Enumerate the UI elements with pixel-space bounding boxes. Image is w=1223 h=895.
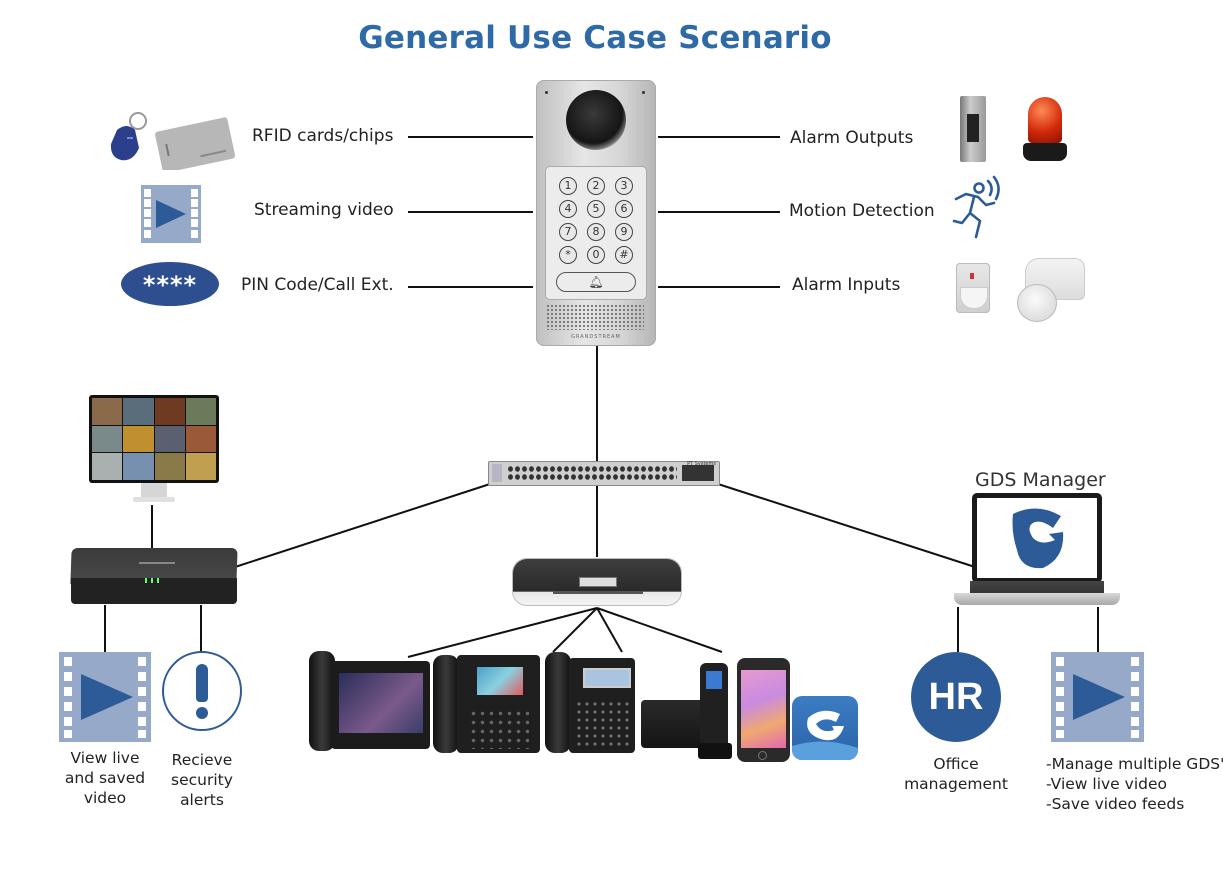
feature-label-alarm-outputs: Alarm Outputs <box>790 128 914 148</box>
wire-switch-nvr <box>234 483 491 568</box>
wire-pbx-basicphone <box>596 607 623 653</box>
caption-view-video: View live and saved video <box>64 749 146 807</box>
camera-grid-screen <box>92 398 216 480</box>
gds-manager-label: GDS Manager <box>975 469 1106 491</box>
ip-phone-basic-device <box>545 652 635 753</box>
rfid-card-icon <box>105 110 245 173</box>
motion-sensor-icon <box>1015 258 1087 322</box>
keypad-key: 7 <box>559 223 577 241</box>
keypad-key: 9 <box>615 223 633 241</box>
keypad-key: 5 <box>587 200 605 218</box>
alarm-beacon-icon <box>1023 97 1069 163</box>
video-phone-device <box>309 651 430 753</box>
pin-code-icon: **** <box>121 262 219 306</box>
door-strike-icon <box>960 96 986 162</box>
network-switch-device: PT Systems <box>488 461 720 486</box>
feature-label-alarm-inputs: Alarm Inputs <box>792 275 901 295</box>
nvr-device <box>70 548 238 606</box>
hr-icon: HR <box>911 652 1001 742</box>
wire-switch-laptop <box>717 483 976 568</box>
smartphone-screen <box>741 670 786 748</box>
keypad-key: # <box>615 246 633 264</box>
keypad-key: * <box>559 246 577 264</box>
laptop-device <box>952 493 1122 608</box>
keypad-key: 4 <box>559 200 577 218</box>
feature-label-streaming: Streaming video <box>254 200 394 220</box>
pir-sensor-icon <box>956 263 990 313</box>
keypad-panel: 1 2 3 4 5 6 7 8 9 * 0 # 🔔︎ <box>545 166 647 300</box>
keypad-key: 1 <box>559 177 577 195</box>
page-title: General Use Case Scenario <box>358 20 832 56</box>
grandstream-app-icon <box>792 696 858 760</box>
monitor-device <box>89 395 219 507</box>
ip-pbx-device <box>513 555 681 609</box>
video-play-icon <box>59 652 151 742</box>
keypad-key: 3 <box>615 177 633 195</box>
alert-icon <box>162 651 242 731</box>
caption-gds-features: -Manage multiple GDS' -View live video -… <box>1046 755 1223 813</box>
doorbell-button: 🔔︎ <box>556 272 636 292</box>
grandstream-logo-icon <box>1012 508 1064 569</box>
dect-handset-device <box>698 663 732 759</box>
caption-office-management: Office management <box>904 755 1008 793</box>
ip-phone-color-device <box>433 655 540 753</box>
switch-ports <box>507 465 677 481</box>
wire-pbx-dect <box>596 607 723 653</box>
keypad-key: 2 <box>587 177 605 195</box>
speaker-grille <box>546 304 644 330</box>
wire-pbx-videophone <box>407 607 598 658</box>
video-play-icon <box>141 185 201 243</box>
keypad-key: 6 <box>615 200 633 218</box>
motion-detection-icon <box>950 175 1010 243</box>
door-station-device: 1 2 3 4 5 6 7 8 9 * 0 # 🔔︎ GRANDSTREAM <box>536 80 656 346</box>
dect-base-device <box>641 700 705 748</box>
laptop-screen <box>977 498 1097 578</box>
hr-icon-text: HR <box>928 676 984 718</box>
smartphone-device <box>737 658 790 762</box>
feature-label-rfid: RFID cards/chips <box>252 126 394 146</box>
switch-brand: PT Systems <box>687 461 716 467</box>
video-play-icon <box>1051 652 1144 742</box>
caption-security-alerts: Recieve security alerts <box>171 751 233 809</box>
door-station-brand: GRANDSTREAM <box>571 334 621 340</box>
keypad-key: 0 <box>587 246 605 264</box>
camera-lens-icon <box>566 90 626 150</box>
pin-code-text: **** <box>142 271 198 299</box>
feature-label-motion: Motion Detection <box>789 201 935 221</box>
wire-pbx-colorphone <box>552 607 598 653</box>
keypad-key: 8 <box>587 223 605 241</box>
feature-label-pin: PIN Code/Call Ext. <box>241 275 394 295</box>
